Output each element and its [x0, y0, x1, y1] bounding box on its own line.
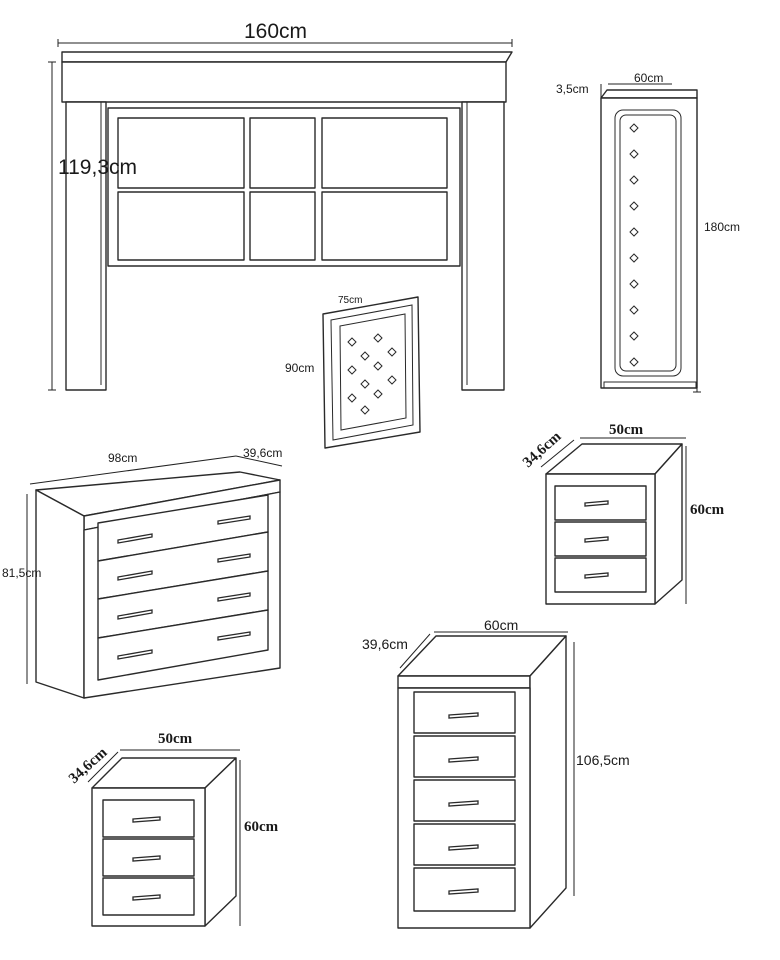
drawer-handle: [448, 800, 479, 807]
mirror-diamond-ornament: [347, 393, 357, 403]
headboard-cushion: [321, 117, 448, 189]
small-mirror: 75cm 90cm: [285, 295, 421, 449]
chest-height-label: 106,5cm: [576, 752, 630, 768]
small-mirror-frame: [322, 296, 421, 449]
mirror-diamond-ornament: [629, 175, 639, 185]
mirror-diamond-ornament: [387, 375, 397, 385]
headboard-cushion: [117, 191, 245, 261]
drawer-handle: [584, 500, 609, 507]
tall-mirror-height-label: 180cm: [704, 220, 740, 234]
headboard-cushion: [249, 117, 316, 189]
dresser-drawer: [97, 609, 269, 681]
small-mirror-pattern: [347, 333, 397, 415]
headboard-left-leg: [65, 101, 107, 391]
nightstand-left: 50cm 60cm 34,6cm: [66, 731, 279, 927]
headboard-width-label: 160cm: [244, 20, 307, 43]
drawer-handle: [584, 572, 609, 579]
dresser-side: [35, 489, 85, 699]
mirror-diamond-ornament: [629, 331, 639, 341]
drawer-handle: [584, 536, 609, 543]
drawer-handle: [217, 553, 251, 563]
mirror-diamond-ornament: [373, 389, 383, 399]
dresser-depth-label: 39,6cm: [243, 446, 282, 460]
mirror-diamond-ornament: [360, 351, 370, 361]
drawer-handle: [117, 649, 153, 660]
dresser-height-label: 81,5cm: [2, 566, 41, 580]
headboard-cushion: [117, 117, 245, 189]
nightstand-left-height-label: 60cm: [244, 819, 279, 835]
mirror-diamond-ornament: [347, 337, 357, 347]
mirror-diamond-ornament: [629, 123, 639, 133]
chest-drawer: [413, 823, 516, 866]
drawer-handle: [217, 592, 251, 602]
drawer-handle: [217, 631, 251, 641]
mirror-diamond-ornament: [387, 347, 397, 357]
headboard: 160cm 119,3cm: [48, 20, 513, 391]
drawer-handle: [448, 712, 479, 719]
nightstand-side: [204, 757, 237, 927]
headboard-right-leg: [461, 101, 505, 391]
mirror-diamond-ornament: [629, 357, 639, 367]
dresser-depth-dimension: [235, 455, 283, 467]
small-mirror-height-label: 90cm: [285, 361, 314, 375]
headboard-top-cap: [61, 51, 513, 63]
mirror-diamond-ornament: [360, 379, 370, 389]
mirror-diamond-ornament: [360, 405, 370, 415]
drawer-handle: [448, 844, 479, 851]
mirror-diamond-ornament: [629, 279, 639, 289]
dresser-width-dimension: [29, 455, 237, 485]
headboard-top-rail: [61, 61, 507, 103]
mirror-diamond-ornament: [373, 361, 383, 371]
drawer-handle: [448, 756, 479, 763]
nightstand-right-height-label: 60cm: [690, 502, 725, 518]
tall-mirror-depth-label: 3,5cm: [556, 82, 589, 96]
mirror-diamond-ornament: [373, 333, 383, 343]
chest-of-drawers: 60cm 39,6cm 106,5cm: [362, 617, 630, 929]
mirror-diamond-ornament: [629, 305, 639, 315]
dresser-width-label: 98cm: [108, 451, 137, 465]
mirror-diamond-ornament: [629, 201, 639, 211]
dresser: 98cm 39,6cm 81,5cm: [2, 446, 283, 699]
mirror-diamond-ornament: [629, 227, 639, 237]
drawer-handle: [117, 533, 153, 544]
drawer-handle: [132, 855, 161, 862]
headboard-cushion: [321, 191, 448, 261]
chest-side: [529, 635, 567, 929]
chest-width-label: 60cm: [484, 617, 518, 633]
chest-drawer: [413, 779, 516, 822]
mirror-diamond-ornament: [347, 365, 357, 375]
drawer-handle: [117, 570, 153, 581]
tall-mirror: 60cm 3,5cm 180cm: [556, 71, 740, 393]
small-mirror-glass: [339, 313, 407, 431]
drawer-handle: [117, 609, 153, 620]
chest-drawer: [413, 735, 516, 778]
nightstand-left-width-label: 50cm: [158, 731, 193, 747]
chest-drawer: [413, 691, 516, 734]
drawer-handle: [448, 888, 479, 895]
nightstand-right: 50cm 60cm 34,6cm: [520, 422, 725, 605]
chest-depth-label: 39,6cm: [362, 636, 408, 652]
tall-mirror-width-label: 60cm: [634, 71, 663, 85]
mirror-diamond-ornament: [629, 149, 639, 159]
headboard-height-label: 119,3cm: [58, 156, 137, 179]
headboard-cushion: [249, 191, 316, 261]
mirror-diamond-ornament: [629, 253, 639, 263]
drawer-handle: [217, 515, 251, 525]
tall-mirror-glass: [614, 109, 682, 377]
nightstand-right-width-label: 50cm: [609, 422, 644, 438]
tall-mirror-pattern: [629, 123, 639, 367]
drawer-handle: [132, 894, 161, 901]
small-mirror-width-label: 75cm: [338, 295, 362, 306]
drawer-handle: [132, 816, 161, 823]
